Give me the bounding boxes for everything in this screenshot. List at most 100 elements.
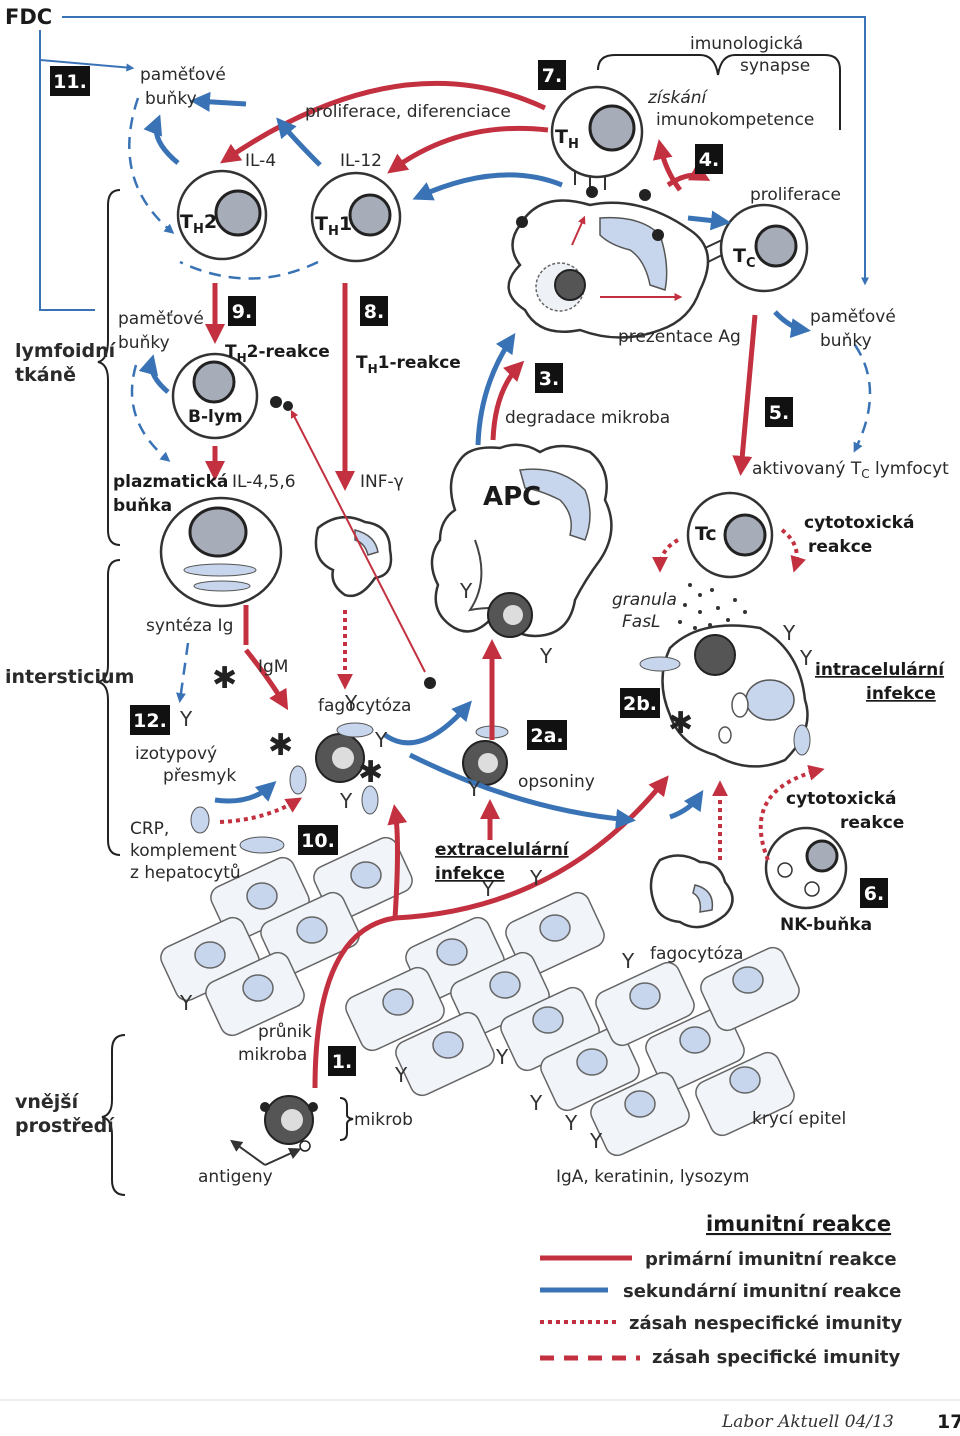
plasma-cell	[159, 496, 283, 608]
step-badge-1: 1.	[328, 1046, 356, 1076]
tc-cell-top	[704, 203, 809, 293]
il12-label: IL-12	[340, 151, 382, 171]
th1-cell	[310, 171, 402, 263]
svg-text:Y: Y	[467, 777, 481, 801]
step-badge-7: 7.	[538, 60, 566, 90]
isotype-switch-line2: přesmyk	[163, 766, 236, 786]
step-badge-label: 1.	[332, 1051, 352, 1073]
th2-cell	[176, 169, 268, 261]
svg-text:Y: Y	[539, 644, 553, 668]
tc-cell-label: TC	[733, 245, 756, 271]
antigen-presentation-label: prezentace Ag	[618, 327, 741, 347]
proliferation-label: proliferace	[750, 185, 841, 205]
epithelial-cell	[695, 1051, 795, 1137]
step-badge-12: 12.	[130, 705, 170, 735]
macrophage-lower	[649, 854, 734, 929]
phagocytosis-bottom-label: fagocytóza	[650, 944, 743, 964]
legend-primary-label: primární imunitní reakce	[645, 1249, 897, 1270]
b-lymphocyte	[171, 352, 293, 440]
granules-label-line1: granula	[612, 590, 677, 610]
primary-response-arrows	[205, 80, 758, 1089]
immunological-synapse-line1: imunologická	[690, 34, 803, 54]
fdc-connector-lines	[39, 16, 869, 311]
svg-text:Y: Y	[589, 1129, 603, 1153]
step-badge-9: 9.	[228, 296, 256, 326]
immunocompetence-line1: získání	[647, 88, 709, 108]
epithelial-cell	[540, 1026, 640, 1112]
microbe-bottom	[260, 1095, 318, 1152]
step-badge-label: 5.	[769, 402, 789, 424]
proliferation-differentiation-label: proliferace, diferenciace	[305, 102, 511, 122]
svg-text:Y: Y	[529, 866, 543, 890]
specific-dashed-arrows	[128, 97, 872, 703]
step-badge-4: 4.	[695, 144, 723, 174]
epithelial-cell	[590, 1071, 690, 1157]
tc-lower-cell-label: Tc	[695, 523, 717, 545]
lymphoid-tissues-line1: lymfoidní	[15, 340, 117, 362]
step-badge-label: 2a.	[530, 725, 563, 747]
opsonized-microbe	[462, 725, 509, 786]
microbe-degradation-label: degradace mikroba	[505, 408, 670, 428]
nonspecific-dotted-arrows	[219, 528, 825, 861]
iga-keratin-lysozyme-label: IgA, keratinin, lysozym	[556, 1167, 749, 1187]
memory-cells-top-line2: buňky	[145, 89, 197, 109]
th1-reaction-label: TH1-reakce	[356, 353, 461, 376]
step-badge-label: 2b.	[623, 693, 657, 715]
plasma-cell-line1: plazmatická	[113, 472, 228, 492]
granules	[678, 583, 747, 630]
legend-secondary-label: sekundární imunitní reakce	[623, 1281, 901, 1302]
phagocyte-mid	[289, 722, 379, 815]
inf-gamma-label: INF-γ	[360, 472, 404, 492]
antigen-dots	[424, 229, 664, 689]
epithelial-cell	[700, 946, 800, 1032]
crp-line2: komplement	[130, 841, 237, 861]
ig-synthesis-label: syntéza Ig	[146, 616, 233, 636]
step-badge-2a: 2a.	[527, 720, 567, 750]
th2-reaction-label: TH2-reakce	[225, 342, 330, 365]
activated-tc-label: aktivovaný TC lymfocyt	[752, 459, 949, 481]
infected-cell	[661, 624, 809, 768]
diagram-labels: FDC paměťové buňky IL-4 IL-12 proliferac…	[5, 5, 949, 1187]
step-badge-label: 9.	[232, 301, 252, 323]
svg-text:Y: Y	[529, 1091, 543, 1115]
svg-text:Y: Y	[799, 646, 813, 670]
step-badges: 11. 7. 4. 9. 8. 3. 5. 12. 2b. 2a. 10. 6.…	[50, 60, 888, 1076]
tc-cell-lower	[686, 491, 774, 579]
cytotoxic-reaction-bottom-line2: reakce	[840, 813, 904, 833]
journal-name: Labor Aktuell 04/13	[721, 1412, 894, 1432]
cytotoxic-reaction-top-line2: reakce	[808, 537, 872, 557]
epithelial-cell	[395, 1011, 495, 1097]
cytotoxic-reaction-top-line1: cytotoxická	[804, 513, 914, 533]
memory-cells-top-line1: paměťové	[140, 65, 226, 85]
phagocytosis-mid-label: fagocytóza	[318, 696, 411, 716]
memory-cells-left-line1: paměťové	[118, 309, 204, 329]
antigens-label: antigeny	[198, 1167, 273, 1187]
microbe-penetration-line1: průnik	[258, 1022, 312, 1042]
section-brackets	[97, 54, 841, 1196]
step-badge-label: 12.	[133, 710, 167, 732]
opsonins-label: opsoniny	[518, 772, 595, 792]
apc-label: APC	[483, 482, 541, 512]
svg-text:Y: Y	[179, 707, 193, 731]
external-environment-line2: prostředí	[15, 1115, 115, 1137]
epithelial-cell	[595, 961, 695, 1047]
svg-text:Y: Y	[621, 949, 635, 973]
svg-text:Y: Y	[394, 1063, 408, 1087]
step-badge-label: 4.	[699, 149, 719, 171]
svg-text:Y: Y	[495, 1045, 509, 1069]
dendritic-cell-upper	[507, 189, 710, 339]
step-badge-6: 6.	[860, 878, 888, 908]
nk-cell-label: NK-buňka	[780, 915, 872, 935]
svg-text:✱: ✱	[358, 755, 383, 790]
legend: imunitní reakce primární imunitní reakce…	[540, 1212, 903, 1368]
lymphoid-tissues-line2: tkáně	[15, 364, 76, 386]
microbe-label: mikrob	[354, 1110, 413, 1130]
step-badge-label: 11.	[53, 71, 87, 93]
svg-text:Y: Y	[782, 621, 796, 645]
microbe-penetration-line2: mikroba	[238, 1045, 307, 1065]
immunocompetence-line2: imunokompetence	[656, 110, 814, 130]
apc-cell	[430, 443, 613, 638]
page-footer: Labor Aktuell 04/13 17	[0, 1399, 960, 1433]
